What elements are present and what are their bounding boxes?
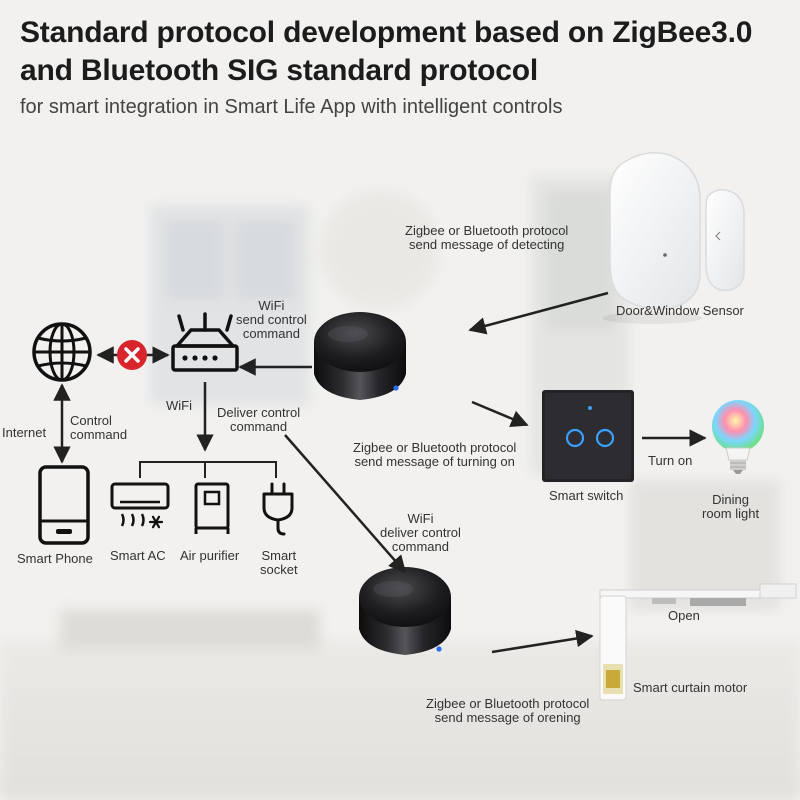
- label-smart-switch: Smart switch: [549, 488, 624, 503]
- label-wifi-send-control: WiFi send control command: [236, 298, 307, 341]
- label-deliver-control: Deliver control command: [217, 405, 301, 434]
- title-line-2: and Bluetooth SIG standard protocol: [20, 54, 539, 87]
- wifi-router-icon: [171, 312, 239, 372]
- subtitle: for smart integration in Smart Life App …: [20, 96, 563, 118]
- label-wifi-deliver-control: WiFi deliver control command: [380, 511, 461, 554]
- title-line-1: Standard protocol development based on Z…: [20, 16, 753, 49]
- globe-icon: [32, 322, 92, 382]
- gateway-hub-2: [359, 567, 451, 655]
- smart-phone-icon: [38, 465, 90, 545]
- label-smart-phone: Smart Phone: [17, 551, 93, 566]
- label-control-command: Control command: [70, 413, 128, 442]
- smart-switch-device: [542, 390, 634, 482]
- header: Standard protocol development based on Z…: [20, 14, 752, 119]
- blocked-x-icon: [117, 340, 147, 370]
- air-purifier-icon: [194, 482, 230, 534]
- label-router-wifi: WiFi: [166, 398, 192, 413]
- indicator-led: [393, 385, 399, 391]
- label-door-window-sensor: Door&Window Sensor: [616, 303, 744, 318]
- smart-bulb-device: [712, 400, 764, 474]
- label-smart-ac: Smart AC: [110, 548, 166, 563]
- label-smart-socket: Smart socket: [260, 548, 298, 577]
- label-air-purifier: Air purifier: [180, 548, 240, 563]
- plug-icon: [262, 482, 294, 536]
- label-zigbee-detecting: Zigbee or Bluetooth protocol send messag…: [405, 223, 569, 252]
- label-dining-room-light: Dining room light: [702, 492, 760, 521]
- label-curtain-motor: Smart curtain motor: [633, 680, 748, 695]
- door-window-sensor-device: [602, 152, 745, 324]
- label-zigbee-turning: Zigbee or Bluetooth protocol send messag…: [353, 440, 517, 469]
- curtain-motor-device: [599, 583, 797, 701]
- gateway-hub-1: [314, 312, 406, 400]
- label-internet: Internet: [2, 425, 47, 440]
- air-conditioner-icon: [110, 482, 170, 529]
- label-turn-on: Turn on: [648, 453, 693, 468]
- indicator-led: [436, 646, 442, 652]
- label-open: Open: [668, 608, 700, 623]
- label-zigbee-opening: Zigbee or Bluetooth protocol send messag…: [426, 696, 590, 725]
